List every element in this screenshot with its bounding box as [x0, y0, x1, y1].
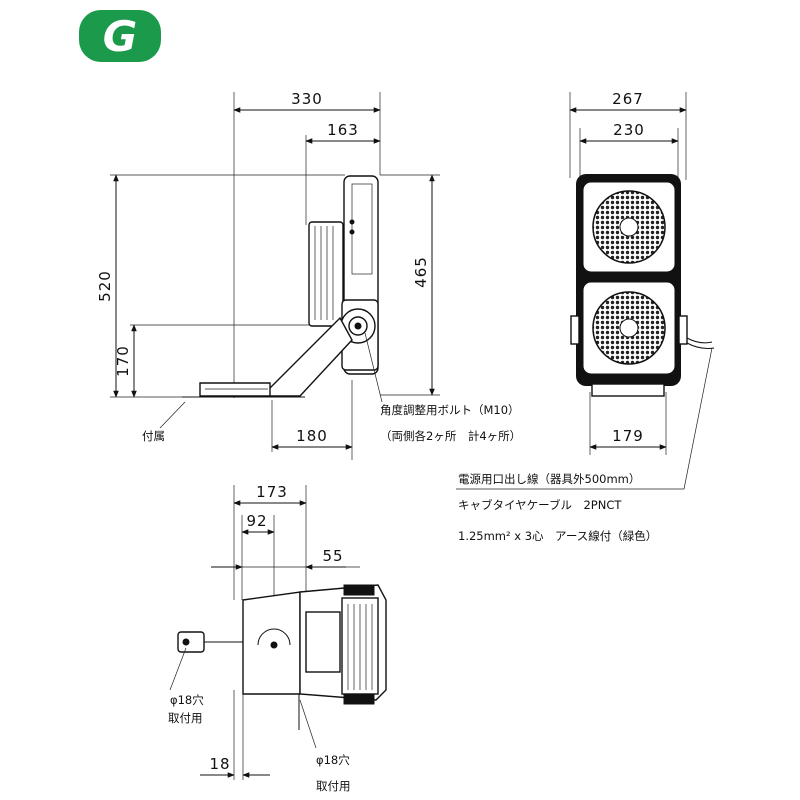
- side-bracket-arm: [182, 316, 353, 398]
- dim-front-body-width: 230: [613, 121, 645, 139]
- note-angle-bolt-count: （両側各2ヶ所 計4ヶ所）: [380, 429, 521, 443]
- logo-badge: [79, 10, 161, 62]
- note-hole-left-use: 取付用: [168, 711, 203, 725]
- top-luminaire-body: [177, 584, 387, 730]
- dim-top-mid: 92: [246, 512, 267, 530]
- note-cable-line3: 1.25mm² x 3心 アース線付（緑色）: [458, 529, 657, 543]
- top-view: 173 92 55 18 φ18穴 取付用 φ18穴 取付用: [168, 483, 387, 793]
- front-luminaire-body: [570, 174, 715, 397]
- side-luminaire-body: [308, 175, 379, 375]
- dim-top-offset: 55: [322, 547, 343, 565]
- dim-top-total: 173: [256, 483, 288, 501]
- note-angle-bolt: 角度調整用ボルト（M10）: [380, 403, 520, 417]
- brand-logo: G: [79, 10, 161, 62]
- dim-side-body-width: 163: [327, 121, 359, 139]
- note-accessory: 付属: [142, 429, 165, 443]
- dim-side-total-height: 520: [96, 270, 114, 302]
- note-hole-left: φ18穴: [170, 693, 204, 707]
- note-cable-line1: 電源用口出し線（器具外500mm）: [458, 472, 640, 486]
- front-view: 267 230 179 電源用口出し線（器具外500mm） キャブタイヤケーブル…: [456, 90, 715, 543]
- dim-side-total-width: 330: [291, 90, 323, 108]
- dim-front-total-width: 267: [612, 90, 644, 108]
- note-hole-bottom: φ18穴: [316, 753, 350, 767]
- note-hole-bottom-use: 取付用: [316, 779, 351, 793]
- side-view: 330 163 520 170 465 180: [96, 90, 521, 460]
- dim-side-base-depth: 180: [296, 427, 328, 445]
- dim-side-pivot-height: 170: [114, 345, 132, 377]
- dim-side-body-height: 465: [412, 256, 430, 288]
- dim-front-base-width: 179: [612, 427, 644, 445]
- note-cable-line2: キャブタイヤケーブル 2PNCT: [458, 498, 622, 512]
- logo-letter: G: [103, 12, 137, 61]
- dim-bottom-offset: 18: [209, 755, 230, 773]
